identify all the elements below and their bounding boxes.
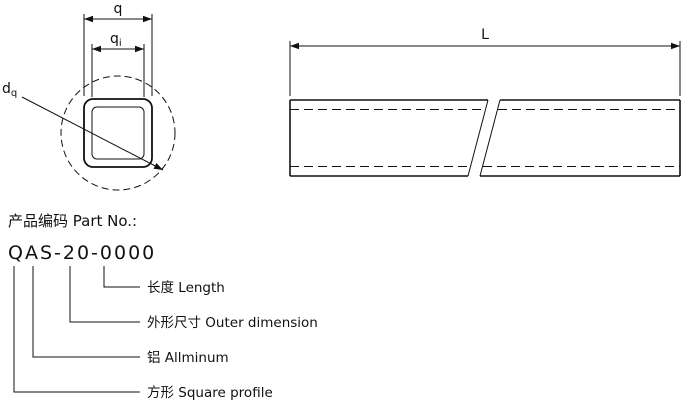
callout-line-square-profile xyxy=(13,266,140,393)
callout-line-length xyxy=(103,266,140,288)
break-line xyxy=(479,99,501,177)
leader-line xyxy=(21,96,164,171)
part-number-heading: 产品编码 Part No.: xyxy=(8,212,137,230)
side-view: L xyxy=(289,27,681,177)
callout-line-aluminum xyxy=(32,266,140,358)
inner-profile-square xyxy=(91,106,145,160)
circumscribed-circle xyxy=(60,75,176,191)
dim-circle-label: dq xyxy=(2,81,17,99)
cross-section-view: q qi dq xyxy=(2,1,176,191)
dim-inner-label: qi xyxy=(110,31,122,49)
outer-profile-square xyxy=(83,98,153,168)
dim-length-label: L xyxy=(481,27,489,43)
dim-outer-label: q xyxy=(114,1,123,17)
part-number-code: QAS-20-0000 xyxy=(8,242,156,264)
part-number-block: 产品编码 Part No.: QAS-20-0000 长度 Length 外形尺… xyxy=(8,212,318,401)
callout-lines xyxy=(13,266,140,393)
callout-label-square-profile: 方形 Square profile xyxy=(147,385,273,401)
dimension-inner-width: qi xyxy=(91,31,145,97)
dimension-circle-diameter: dq xyxy=(2,81,164,171)
callout-label-length: 长度 Length xyxy=(147,280,225,296)
break-lines xyxy=(467,99,501,177)
dimension-length: L xyxy=(289,27,681,96)
tube-outline xyxy=(289,99,681,177)
hidden-inner-walls xyxy=(290,109,680,167)
callout-label-outer-dimension: 外形尺寸 Outer dimension xyxy=(147,315,318,331)
callout-line-outer-dimension xyxy=(69,266,140,323)
callout-label-aluminum: 铝 Allminum xyxy=(147,350,229,366)
dimension-outer-width: q xyxy=(83,1,153,96)
break-line xyxy=(467,99,489,177)
